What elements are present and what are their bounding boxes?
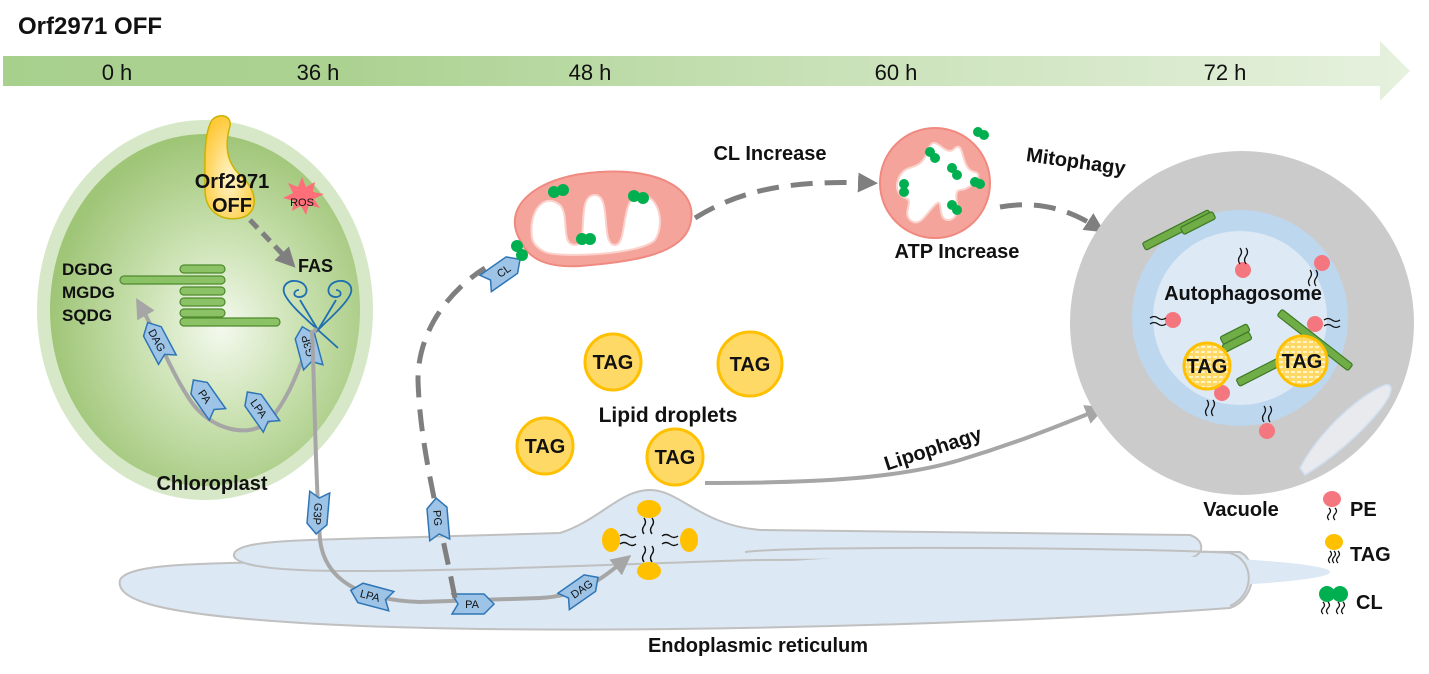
mitochondrion-swollen bbox=[879, 127, 991, 239]
lipid-label-dgdg: DGDG bbox=[62, 260, 113, 279]
vacuole: TAG TAG Autophagosome bbox=[1070, 151, 1414, 495]
lipid-label-sqdg: SQDG bbox=[62, 306, 112, 325]
er-label: Endoplasmic reticulum bbox=[648, 635, 868, 657]
legend-label: PE bbox=[1350, 499, 1377, 521]
chloroplast-label: Chloroplast bbox=[156, 473, 267, 495]
fas-label: FAS bbox=[298, 256, 333, 276]
dashed-arrow-mitophagy bbox=[999, 202, 1105, 233]
dashed-arrow-cl-increase bbox=[693, 172, 878, 221]
autophagosome-tag: TAG bbox=[1282, 351, 1323, 373]
svg-text:PG: PG bbox=[430, 510, 443, 527]
mitophagy-label: Mitophagy bbox=[1025, 144, 1128, 180]
timeline-tick: 72 h bbox=[1204, 60, 1247, 85]
legend-label: CL bbox=[1356, 592, 1383, 614]
autophagosome-tag: TAG bbox=[1187, 356, 1228, 378]
orf2971-off-label: OFF bbox=[212, 195, 252, 217]
legend: PE TAG CL bbox=[1319, 491, 1391, 615]
lipid-droplets-label: Lipid droplets bbox=[599, 404, 738, 427]
dashed-arrow-pg-to-cl bbox=[415, 265, 487, 599]
legend-item-pe: PE bbox=[1323, 491, 1377, 521]
timeline-tick: 60 h bbox=[875, 60, 918, 85]
tag-molecule-icon bbox=[1325, 534, 1343, 550]
lipid-droplet-tag: TAG bbox=[593, 352, 634, 374]
ros-burst-icon: ROS bbox=[283, 177, 324, 215]
er-pathway-node-lpa: LPA bbox=[347, 579, 395, 612]
vacuole-label: Vacuole bbox=[1203, 499, 1279, 521]
pathway-node-dag: DAG bbox=[138, 317, 177, 366]
autophagosome-label: Autophagosome bbox=[1164, 283, 1322, 305]
er-pathway-node-dag: DAG bbox=[557, 568, 605, 611]
chloroplast: DGDG MGDG SQDG Chloroplast bbox=[37, 120, 373, 500]
legend-label: TAG bbox=[1350, 544, 1391, 566]
atp-increase-label: ATP Increase bbox=[895, 241, 1020, 263]
timeline-arrow: 0 h 36 h 48 h 60 h 72 h bbox=[3, 41, 1410, 101]
legend-item-tag: TAG bbox=[1325, 534, 1391, 566]
mitochondrion bbox=[511, 170, 693, 268]
lipid-droplet-tag: TAG bbox=[655, 447, 696, 469]
figure-title: Orf2971 OFF bbox=[18, 13, 162, 40]
er-pathway-node-pa: PA bbox=[451, 593, 495, 615]
svg-text:LPA: LPA bbox=[359, 588, 382, 605]
lipid-droplet-tag: TAG bbox=[730, 354, 771, 376]
timeline-tick: 0 h bbox=[102, 60, 133, 85]
svg-text:PA: PA bbox=[465, 599, 480, 611]
lipophagy-arrow bbox=[704, 405, 1106, 485]
orf2971-label: Orf2971 bbox=[195, 171, 270, 193]
lipid-label-mgdg: MGDG bbox=[62, 283, 115, 302]
pe-molecule-icon bbox=[1323, 491, 1341, 507]
er-pathway-node-g3p: G3P bbox=[305, 490, 331, 536]
cl-increase-label: CL Increase bbox=[713, 143, 826, 165]
er-pathway-node-pg: PG bbox=[425, 496, 451, 542]
timeline-tick: 36 h bbox=[297, 60, 340, 85]
dashed-arrow-to-fas bbox=[248, 218, 296, 268]
legend-item-cl: CL bbox=[1319, 586, 1383, 615]
pathway-node-cl: CL bbox=[479, 250, 527, 293]
endoplasmic-reticulum: Endoplasmic reticulum bbox=[118, 488, 1330, 657]
lipid-droplets: TAG TAG TAG TAG Lipid droplets bbox=[515, 330, 784, 487]
svg-text:G3P: G3P bbox=[310, 502, 324, 525]
lipid-droplet-tag: TAG bbox=[525, 436, 566, 458]
ros-label: ROS bbox=[290, 197, 314, 209]
cl-molecule-icon bbox=[1319, 586, 1335, 602]
thylakoid-stack bbox=[119, 264, 281, 327]
pathway-node-pa: PA bbox=[184, 373, 227, 421]
tag-budding-icon bbox=[602, 500, 698, 580]
pathway-node-lpa: LPA bbox=[238, 385, 281, 433]
timeline-tick: 48 h bbox=[569, 60, 612, 85]
orf2971-protein-icon bbox=[204, 115, 255, 220]
